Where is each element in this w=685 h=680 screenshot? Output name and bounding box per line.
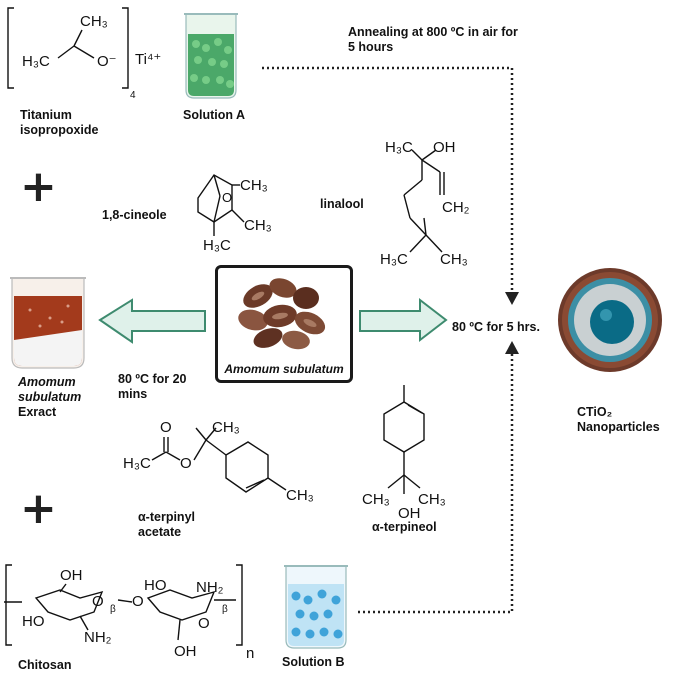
svg-text:β: β	[222, 604, 228, 615]
arrow-head-down	[505, 292, 519, 305]
nanoparticle-image	[558, 268, 662, 372]
arrow-head-up	[505, 341, 519, 354]
extract-beaker	[10, 277, 86, 369]
svg-text:OH: OH	[174, 643, 197, 660]
terpineol-label: α-terpineol	[372, 520, 437, 534]
solution-b-beaker	[284, 565, 348, 649]
arrow-right	[359, 297, 448, 343]
svg-text:H₃C: H₃C	[203, 237, 231, 254]
linalool-structure: H₃C OH CH₂ H₃C CH₃	[380, 139, 470, 268]
terpineol-structure: CH₃ CH₃ OH	[362, 385, 446, 522]
svg-text:CH₃: CH₃	[212, 419, 240, 436]
center-label: Amomum subulatum	[224, 362, 344, 376]
product-label-line1: CTiO₂	[577, 405, 613, 419]
ti-ch3-text: CH₃	[80, 13, 108, 30]
solution-b-dotted-path	[358, 352, 514, 614]
amomum-subulatum-box: Amomum subulatum	[215, 265, 353, 383]
svg-text:O: O	[198, 615, 210, 632]
cineole-label: 1,8-cineole	[102, 208, 167, 222]
svg-text:H₃C: H₃C	[380, 251, 408, 268]
condition-left-label: 80 ºC for 20 mins	[118, 372, 187, 401]
svg-text:β: β	[110, 604, 116, 615]
ti-subscript-4: 4	[130, 90, 136, 101]
svg-text:H₃C: H₃C	[385, 139, 413, 156]
linalool-label: linalool	[320, 197, 364, 211]
plus-sign-bottom: +	[20, 483, 57, 534]
svg-text:CH₂: CH₂	[442, 199, 470, 216]
extract-label-line2: subulatum	[18, 390, 82, 404]
extract-label-line1: Amomum	[18, 375, 76, 389]
chitosan-label: Chitosan	[18, 658, 72, 672]
svg-text:O: O	[160, 419, 172, 436]
ti-o-minus-text: O⁻	[97, 53, 117, 70]
svg-text:OH: OH	[60, 567, 83, 584]
product-label-line2: Nanoparticles	[577, 420, 660, 434]
condition-right-label: 80 ºC for 5 hrs.	[452, 320, 540, 334]
svg-text:O: O	[222, 190, 232, 205]
solution-a-label: Solution A	[183, 108, 246, 122]
ti-h3c-text: H₃C	[22, 53, 50, 70]
svg-text:CH₃: CH₃	[418, 491, 446, 508]
svg-text:CH₃: CH₃	[286, 487, 314, 504]
svg-text:CH₃: CH₃	[362, 491, 390, 508]
annealing-dotted-path	[262, 66, 514, 295]
svg-text:O: O	[180, 455, 192, 472]
ti-ion-text: Ti⁴⁺	[135, 51, 161, 68]
titanium-isopropoxide-label: Titanium isopropoxide	[20, 108, 99, 137]
solution-b-label: Solution B	[282, 655, 345, 669]
svg-text:CH₃: CH₃	[240, 177, 268, 194]
cardamom-pods-image	[238, 278, 326, 350]
svg-text:NH₂: NH₂	[196, 579, 224, 596]
solution-a-beaker	[184, 13, 238, 99]
cineole-structure: CH₃ O CH₃ H₃C	[197, 174, 272, 254]
terpinyl-acetate-label: α-terpinyl acetate	[138, 510, 195, 539]
titanium-isopropoxide-structure: CH₃ H₃C O⁻ Ti⁴⁺ 4	[7, 7, 161, 101]
svg-text:H₃C: H₃C	[123, 455, 151, 472]
chitosan-structure: OH O HO NH₂ β O HO NH₂ O OH β n	[4, 564, 254, 662]
svg-text:O: O	[132, 593, 144, 610]
svg-text:CH₃: CH₃	[244, 217, 272, 234]
svg-text:OH: OH	[433, 139, 456, 156]
svg-text:HO: HO	[144, 577, 167, 594]
terpinyl-acetate-structure: O H₃C O CH₃ CH₃	[123, 419, 314, 504]
plus-sign-top: +	[20, 161, 57, 212]
svg-text:CH₃: CH₃	[440, 251, 468, 268]
svg-text:NH₂: NH₂	[84, 629, 112, 646]
svg-text:n: n	[246, 645, 254, 662]
arrow-left	[98, 298, 206, 344]
annealing-label: Annealing at 800 ºC in air for 5 hours	[348, 25, 518, 54]
svg-text:HO: HO	[22, 613, 45, 630]
svg-text:O: O	[92, 593, 104, 610]
extract-label-line3: Exract	[18, 405, 57, 419]
